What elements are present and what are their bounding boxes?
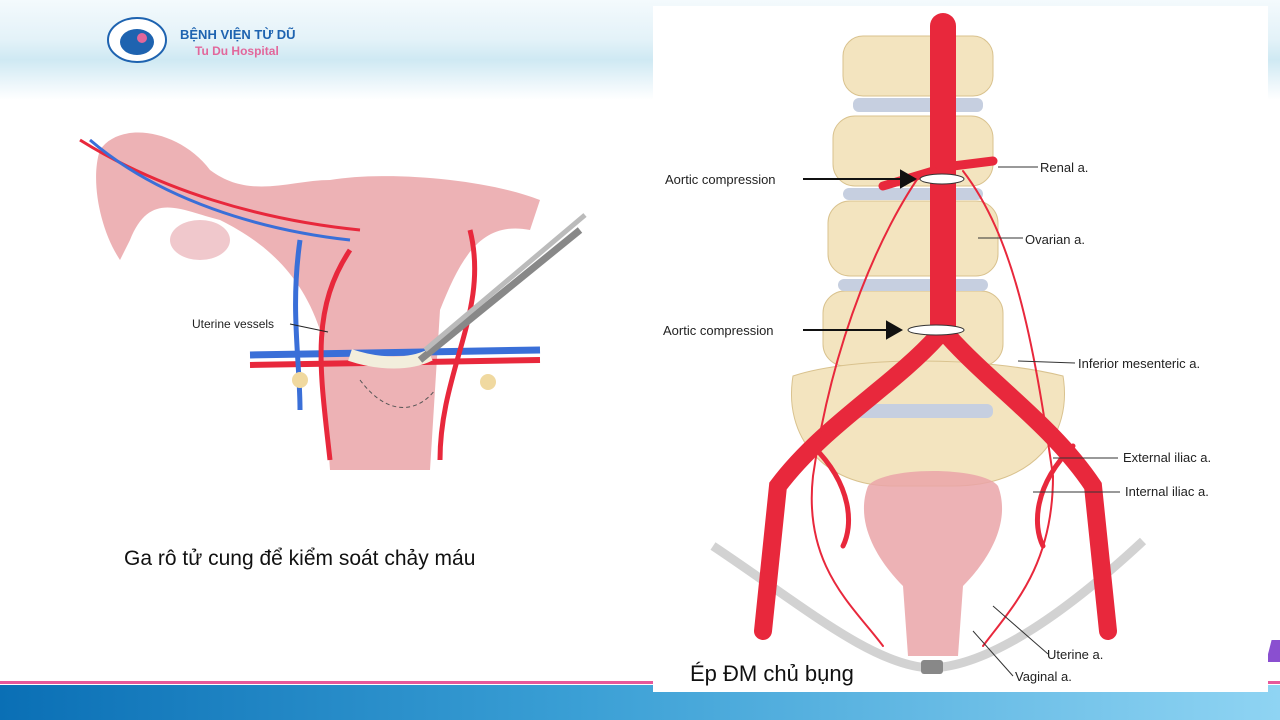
- uterine-vessels-label: Uterine vessels: [192, 317, 275, 331]
- inferior-mesenteric-label: Inferior mesenteric a.: [1078, 356, 1201, 371]
- aortic-compression-illustration: Aortic compression Aortic compression Re…: [653, 6, 1268, 692]
- aortic-compression-lower-label: Aortic compression: [663, 323, 774, 338]
- brand-name-en: Tu Du Hospital: [195, 44, 279, 58]
- ovarian-artery-label: Ovarian a.: [1025, 232, 1085, 247]
- uterine-tourniquet-illustration: Uterine vessels: [60, 110, 600, 490]
- aortic-compression-upper-label: Aortic compression: [665, 172, 776, 187]
- uterine-artery-label: Uterine a.: [1047, 647, 1104, 662]
- right-caption: Ép ĐM chủ bụng: [690, 661, 854, 686]
- hospital-logo: [107, 17, 167, 63]
- footer-divider: [0, 681, 1280, 684]
- brand-name-vi: BỆNH VIỆN TỪ DŨ: [180, 27, 296, 42]
- internal-iliac-label: Internal iliac a.: [1125, 484, 1209, 499]
- external-iliac-label: External iliac a.: [1123, 450, 1212, 465]
- vaginal-artery-label: Vaginal a.: [1015, 669, 1072, 684]
- left-caption: Ga rô tử cung để kiểm soát chảy máu: [124, 547, 476, 570]
- corner-accent: [1266, 640, 1280, 662]
- renal-artery-label: Renal a.: [1040, 160, 1089, 175]
